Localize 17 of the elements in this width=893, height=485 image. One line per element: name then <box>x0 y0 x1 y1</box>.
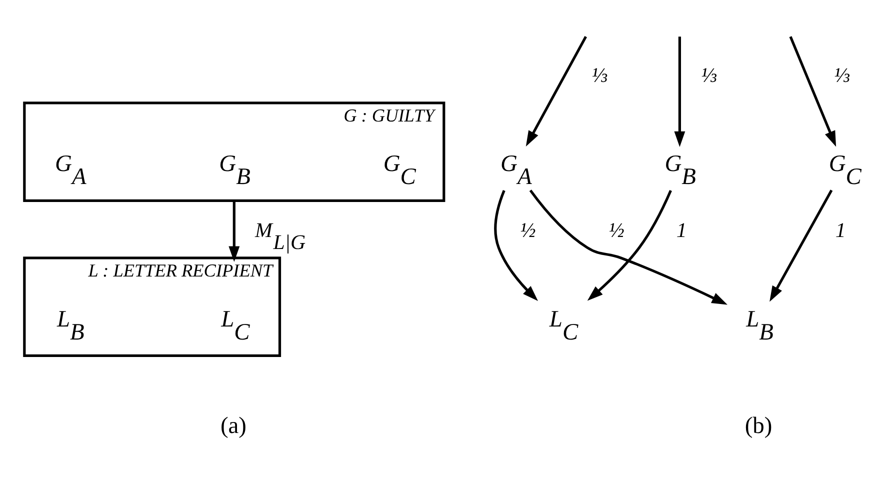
arrow <box>494 190 538 300</box>
arrow <box>228 200 240 262</box>
edge-label: ½ <box>608 217 624 242</box>
arrow <box>770 189 833 302</box>
arrow <box>587 189 672 300</box>
edge-label: 1 <box>835 217 846 242</box>
label: (b) <box>744 412 772 439</box>
arrow <box>526 35 587 146</box>
edge-label: 1 <box>676 217 687 242</box>
edge-label: ⅓ <box>701 62 717 86</box>
edge-label: ⅓ <box>592 62 608 86</box>
edge-label: ½ <box>520 217 536 242</box>
label: (a) <box>220 412 246 439</box>
arrow <box>789 36 836 146</box>
edge-label: ⅓ <box>834 62 850 86</box>
arrow <box>529 189 728 304</box>
arrow <box>674 36 686 146</box>
